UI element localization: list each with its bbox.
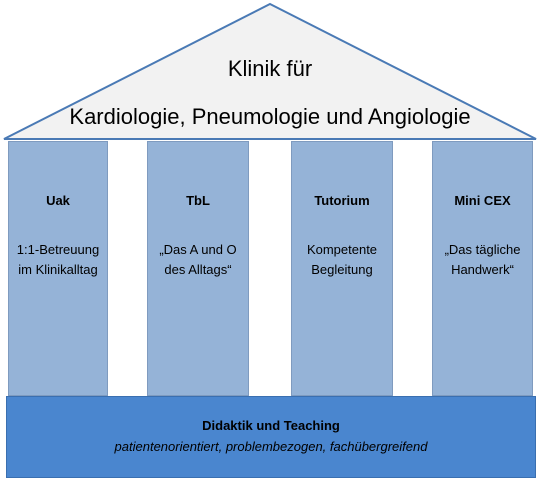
- pillar-title: Uak: [46, 193, 70, 208]
- pillar-description: „Das tägliche Handwerk“: [433, 240, 532, 280]
- pillar-description-line: 1:1-Betreuung: [16, 242, 100, 257]
- pillar-tutorium: Tutorium Kompetente Begleitung: [291, 141, 393, 396]
- pillar-uak: Uak 1:1-Betreuung im Klinikalltag: [8, 141, 108, 396]
- roof-title-line1: Klinik für: [227, 56, 313, 81]
- pillar-description-line: „Das A und O: [159, 242, 237, 257]
- pillar-description: Kompetente Begleitung: [292, 240, 392, 280]
- pillar-description: 1:1-Betreuung im Klinikalltag: [9, 240, 107, 280]
- pillar-description-line: Kompetente: [306, 242, 378, 257]
- pillar-description-line: „Das tägliche: [444, 242, 521, 257]
- pillar-title: TbL: [186, 193, 210, 208]
- foundation: Didaktik und Teaching patientenorientier…: [6, 396, 536, 478]
- roof: [3, 2, 537, 140]
- pillar-description: „Das A und O des Alltags“: [148, 240, 248, 280]
- roof-title-line2: Kardiologie, Pneumologie und Angiologie: [69, 104, 471, 129]
- pillar-mini-cex: Mini CEX „Das tägliche Handwerk“: [432, 141, 533, 396]
- foundation-subtitle: patientenorientiert, problembezogen, fac…: [114, 439, 428, 454]
- pillar-title: Mini CEX: [454, 193, 511, 208]
- pillar-title: Tutorium: [314, 193, 370, 208]
- roof-triangle: [3, 2, 537, 140]
- pillar-description-line: Begleitung: [311, 262, 373, 277]
- pillar-description-line: des Alltags“: [164, 262, 232, 277]
- pillar-description-line: im Klinikalltag: [18, 262, 98, 277]
- pillar-tbl: TbL „Das A und O des Alltags“: [147, 141, 249, 396]
- pillar-description-line: Handwerk“: [451, 262, 514, 277]
- foundation-title: Didaktik und Teaching: [202, 418, 340, 433]
